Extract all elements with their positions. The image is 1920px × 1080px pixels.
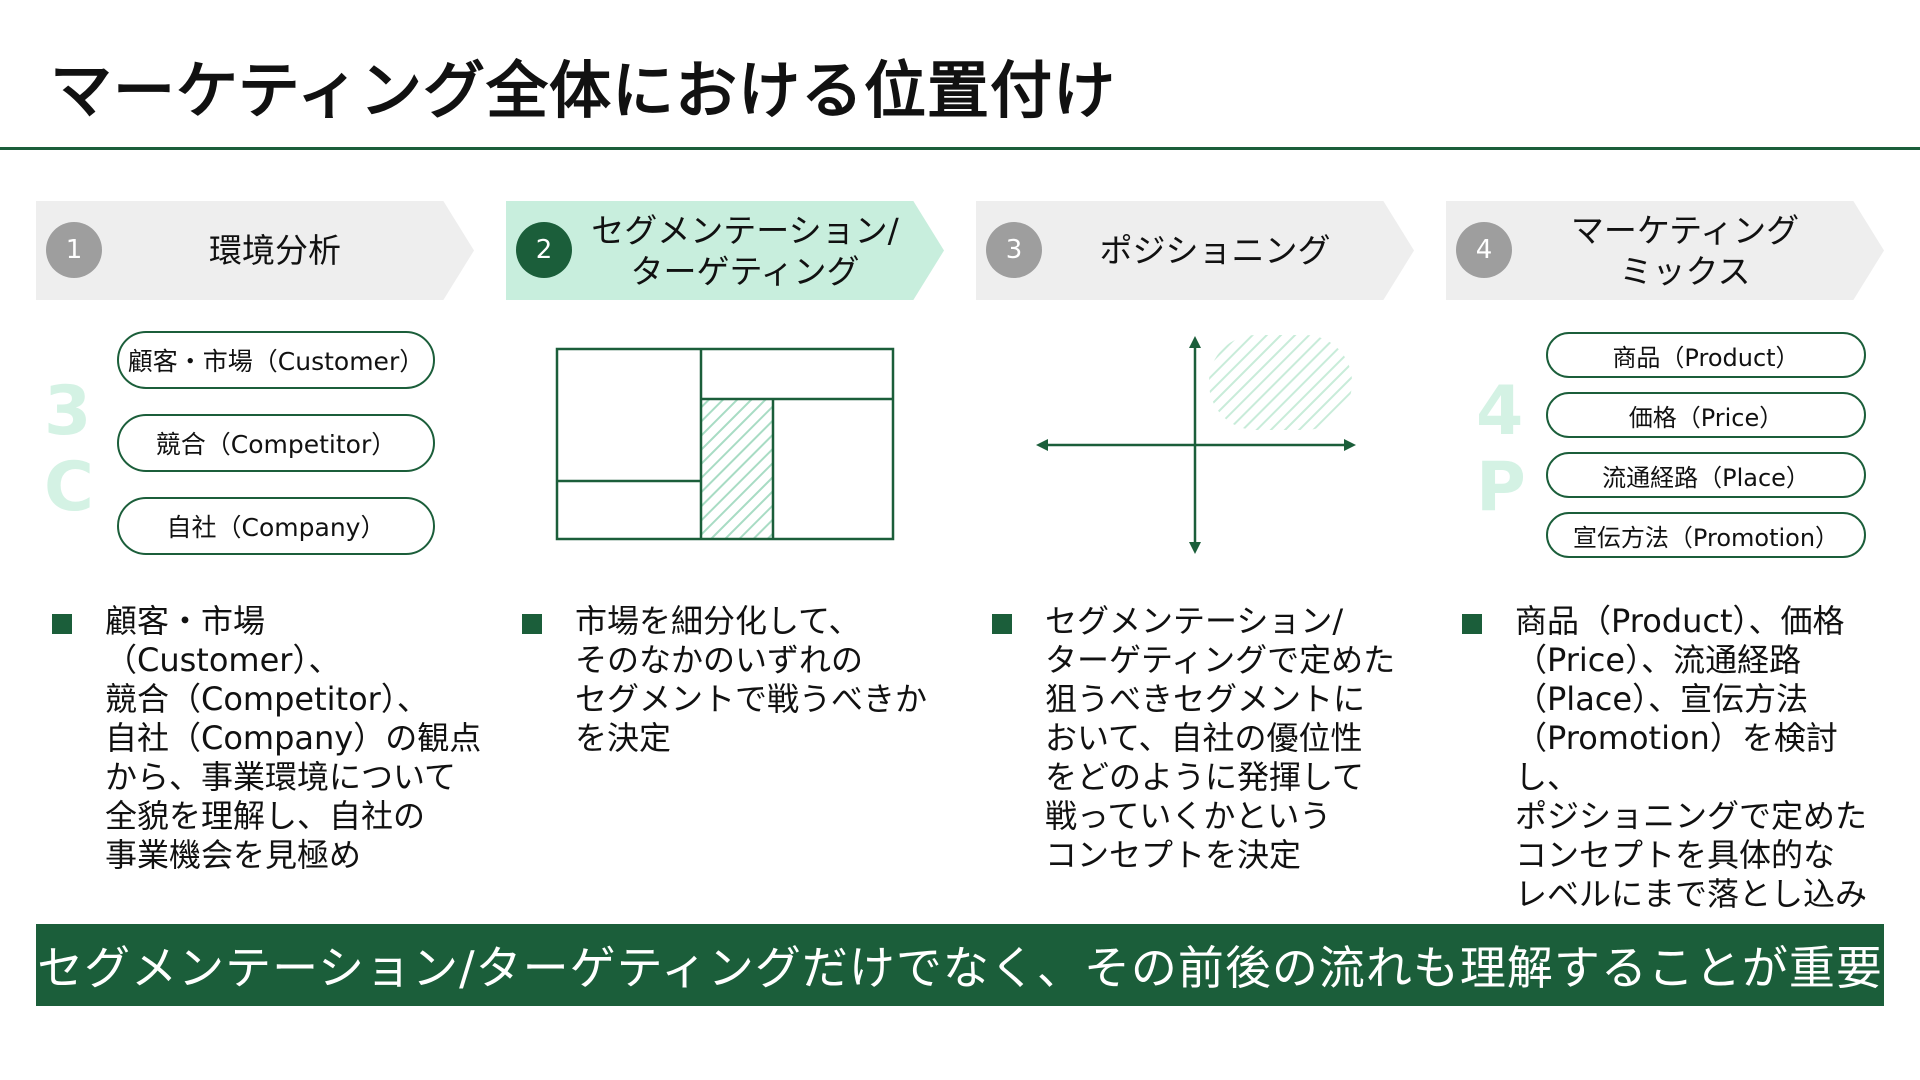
description-text: 市場を細分化して、 そのなかのいずれの セグメントで戦うべきか を決定 — [575, 602, 928, 757]
step-label: 環境分析 — [209, 231, 341, 270]
four-p-digit: 4 — [1476, 372, 1524, 451]
description-text: セグメンテーション/ ターゲティングで定めた 狙うべきセグメントに おいて、自社… — [1045, 602, 1396, 874]
pill-product: 商品（Product） — [1546, 332, 1866, 378]
bullet-square-icon — [52, 614, 72, 634]
description-text: 顧客・市場（Customer）、 競合（Competitor）、 自社（Comp… — [105, 602, 482, 874]
page-title: マーケティング全体における位置付け — [50, 54, 1117, 127]
step-label: セグメンテーション/ ターゲティング — [591, 210, 899, 291]
pill-place: 流通経路（Place） — [1546, 452, 1866, 498]
description-text: 商品（Product）、価格 （Price）、流通経路 （Place）、宣伝方法… — [1515, 602, 1868, 913]
segmentation-grid-diagram — [555, 347, 895, 541]
step-number-badge: 2 — [516, 222, 572, 278]
pill-competitor: 競合（Competitor） — [117, 414, 435, 472]
pill-promotion: 宣伝方法（Promotion） — [1546, 512, 1866, 558]
step-number-badge: 1 — [46, 222, 102, 278]
bullet-square-icon — [992, 614, 1012, 634]
step-label: マーケティング ミックス — [1570, 210, 1800, 291]
pill-customer: 顧客・市場（Customer） — [117, 331, 435, 389]
three-c-letter: C — [44, 448, 94, 527]
step-4-marketing-mix: 4 マーケティング ミックス — [1446, 201, 1884, 300]
step-2-segmentation-targeting: 2 セグメンテーション/ ターゲティング — [506, 201, 944, 300]
step-label: ポジショニング — [1099, 231, 1331, 270]
step-number-badge: 3 — [986, 222, 1042, 278]
positioning-map-diagram — [1036, 335, 1356, 554]
step-3-positioning: 3 ポジショニング — [976, 201, 1414, 300]
target-position-highlight — [1209, 335, 1352, 430]
three-c-digit: 3 — [44, 372, 92, 451]
title-divider — [0, 147, 1920, 150]
pill-company: 自社（Company） — [117, 497, 435, 555]
bullet-square-icon — [1462, 614, 1482, 634]
step-number-badge: 4 — [1456, 222, 1512, 278]
bullet-square-icon — [522, 614, 542, 634]
four-p-letter: P — [1476, 448, 1526, 527]
step-1-environment-analysis: 1 環境分析 — [36, 201, 474, 300]
pill-price: 価格（Price） — [1546, 392, 1866, 438]
target-segment-highlight — [701, 399, 773, 539]
key-message-banner: セグメンテーション/ターゲティングだけでなく、その前後の流れも理解することが重要 — [36, 924, 1884, 1006]
